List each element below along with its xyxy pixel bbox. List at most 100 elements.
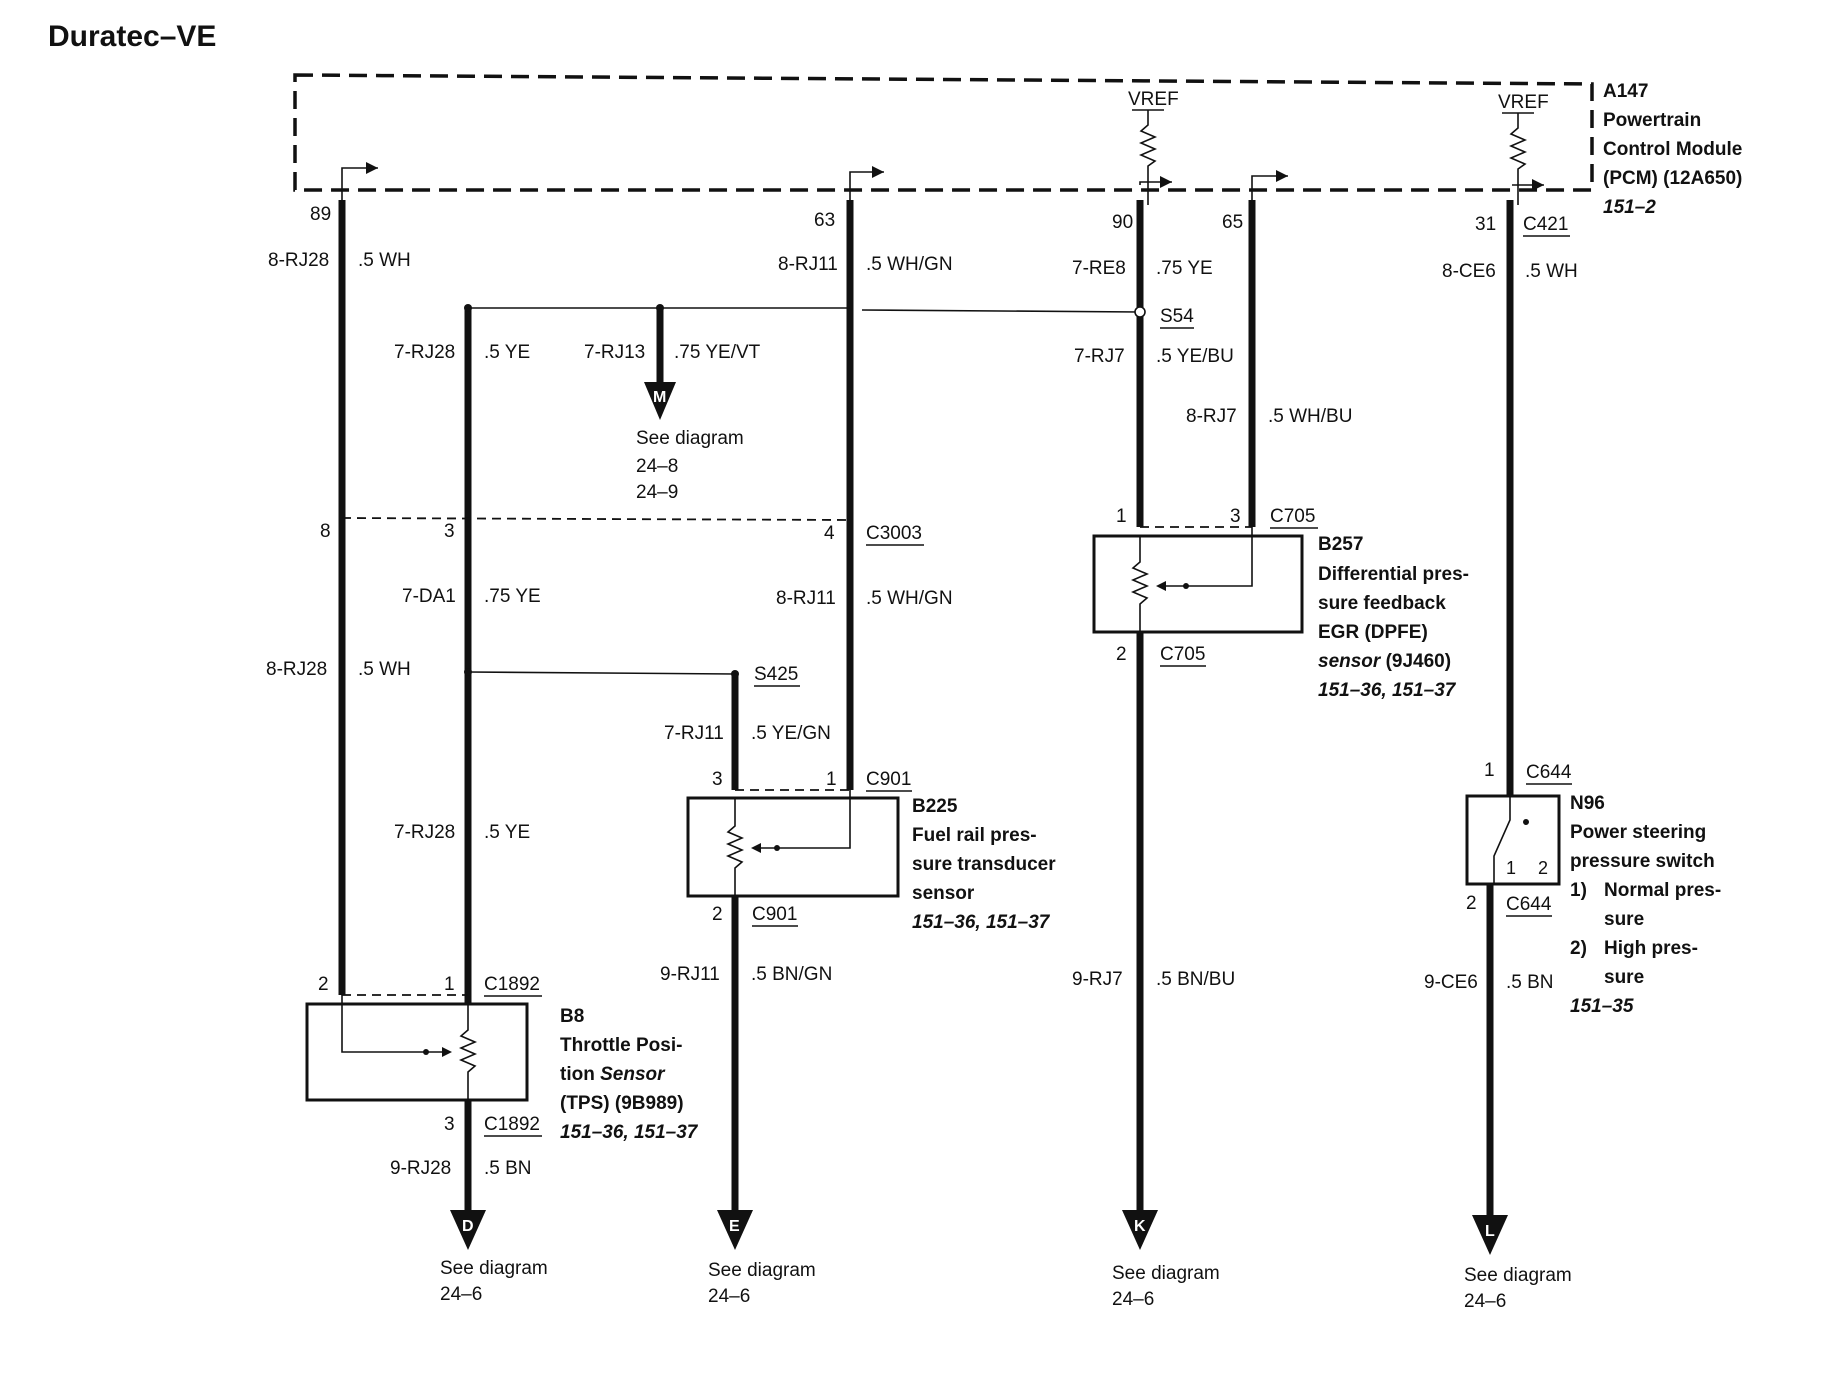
svg-text:3: 3: [1230, 506, 1241, 527]
svg-text:C901: C901: [866, 769, 911, 790]
svg-text:8-RJ11: 8-RJ11: [778, 254, 838, 275]
svg-text:7-RJ11: 7-RJ11: [664, 723, 724, 744]
svg-text:.5 BN/GN: .5 BN/GN: [751, 964, 832, 985]
svg-text:B257: B257: [1318, 534, 1363, 555]
b225-fuel-rail-sensor: 3 1 C901 2 C901 B225 Fuel rail pres- sur…: [686, 769, 1056, 933]
svg-text:See diagram: See diagram: [440, 1258, 548, 1279]
svg-text:8-RJ11: 8-RJ11: [776, 588, 836, 609]
svg-text:Normal pres-: Normal pres-: [1604, 880, 1721, 901]
splice-s425: S425: [464, 664, 800, 687]
svg-text:(TPS) (9B989): (TPS) (9B989): [560, 1093, 684, 1114]
splice-s54: S54: [464, 304, 1194, 329]
svg-text:C644: C644: [1506, 894, 1552, 915]
pcm-internal-flags: [341, 162, 1544, 200]
svg-text:High pres-: High pres-: [1604, 938, 1698, 959]
svg-text:9-CE6: 9-CE6: [1424, 972, 1478, 993]
b8-throttle-position-sensor: 2 1 C1892 3 C1892 B8 Throttle Posi- tion…: [305, 974, 699, 1143]
pcm-pin-65: 65: [1222, 212, 1243, 233]
svg-text:C1892: C1892: [484, 1114, 540, 1135]
svg-text:sensor: sensor: [912, 883, 975, 904]
svg-text:3: 3: [444, 1114, 455, 1135]
svg-text:.5 BN/BU: .5 BN/BU: [1156, 969, 1235, 990]
svg-text:7-RE8: 7-RE8: [1072, 258, 1126, 279]
svg-text:N96: N96: [1570, 793, 1605, 814]
pcm-name-3: (PCM) (12A650): [1603, 168, 1742, 189]
svg-text:B225: B225: [912, 796, 958, 817]
svg-text:1: 1: [1116, 506, 1127, 527]
svg-text:C705: C705: [1270, 506, 1315, 527]
svg-text:1: 1: [444, 974, 455, 995]
svg-text:2): 2): [1570, 938, 1587, 959]
svg-text:7-DA1: 7-DA1: [402, 586, 456, 607]
pcm-pin-90: 90: [1112, 212, 1133, 233]
svg-text:sure transducer: sure transducer: [912, 854, 1056, 875]
svg-text:VREF: VREF: [1128, 89, 1179, 110]
arrow-k: K See diagram 24–6: [1112, 1210, 1220, 1310]
svg-text:C644: C644: [1526, 762, 1572, 783]
arrow-m: M See diagram 24–8 24–9: [636, 382, 744, 503]
svg-text:3: 3: [444, 521, 455, 542]
svg-text:2: 2: [318, 974, 329, 995]
svg-text:24–6: 24–6: [1464, 1291, 1506, 1312]
arrow-l: L See diagram 24–6: [1464, 1215, 1572, 1312]
svg-text:8-RJ7: 8-RJ7: [1186, 406, 1237, 427]
svg-text:9-RJ7: 9-RJ7: [1072, 969, 1123, 990]
pcm-name-2: Control Module: [1603, 139, 1742, 160]
wire-set: [338, 200, 1514, 1215]
svg-text:E: E: [729, 1218, 740, 1235]
svg-text:B8: B8: [560, 1006, 584, 1027]
svg-text:24–8: 24–8: [636, 456, 678, 477]
svg-text:EGR (DPFE): EGR (DPFE): [1318, 622, 1428, 643]
arrow-d: D See diagram 24–6: [440, 1210, 548, 1305]
svg-text:VREF: VREF: [1498, 92, 1549, 113]
svg-text:24–6: 24–6: [1112, 1289, 1154, 1310]
svg-text:.75 YE: .75 YE: [1156, 258, 1213, 279]
svg-text:2: 2: [1538, 858, 1548, 878]
svg-text:tion Sensor: tion Sensor: [560, 1064, 666, 1085]
svg-text:2: 2: [712, 904, 723, 925]
connector-c3003: 8 3 4 C3003: [320, 517, 924, 546]
svg-text:7-RJ28: 7-RJ28: [394, 342, 455, 363]
svg-text:1: 1: [1506, 858, 1516, 878]
svg-text:3: 3: [712, 769, 723, 790]
svg-text:See diagram: See diagram: [1464, 1265, 1572, 1286]
pcm-name-1: Powertrain: [1603, 110, 1701, 131]
svg-text:.5 WH: .5 WH: [358, 250, 411, 271]
svg-text:D: D: [462, 1218, 474, 1235]
svg-text:L: L: [1485, 1223, 1495, 1240]
svg-text:24–9: 24–9: [636, 482, 678, 503]
svg-text:pressure switch: pressure switch: [1570, 851, 1715, 872]
svg-text:151–35: 151–35: [1570, 996, 1634, 1017]
svg-text:.75 YE/VT: .75 YE/VT: [674, 342, 761, 363]
svg-text:C705: C705: [1160, 644, 1205, 665]
page-title: Duratec–VE: [48, 20, 216, 53]
pcm-enclosure: [293, 73, 1594, 192]
svg-text:9-RJ11: 9-RJ11: [660, 964, 720, 985]
svg-text:C1892: C1892: [484, 974, 540, 995]
svg-text:.5 WH: .5 WH: [1525, 261, 1578, 282]
svg-text:C901: C901: [752, 904, 797, 925]
svg-text:C3003: C3003: [866, 523, 922, 544]
svg-text:.5 WH: .5 WH: [358, 659, 411, 680]
svg-text:.5 BN: .5 BN: [484, 1158, 532, 1179]
pcm-pin-31: 31: [1475, 214, 1496, 235]
svg-text:151–36, 151–37: 151–36, 151–37: [1318, 680, 1457, 701]
svg-text:S54: S54: [1160, 306, 1194, 327]
vref-resistor-2: VREF: [1498, 92, 1549, 205]
svg-text:1: 1: [1484, 760, 1495, 781]
svg-text:.5 BN: .5 BN: [1506, 972, 1554, 993]
svg-text:.5 WH/BU: .5 WH/BU: [1268, 406, 1352, 427]
pcm-connector-c421: C421: [1523, 214, 1568, 235]
svg-text:7-RJ13: 7-RJ13: [584, 342, 645, 363]
b257-dpfe-sensor: 1 3 C705 2 C705 B257 Differential pres- …: [1092, 506, 1469, 701]
svg-text:7-RJ7: 7-RJ7: [1074, 346, 1125, 367]
svg-text:Differential pres-: Differential pres-: [1318, 564, 1469, 585]
svg-text:Throttle Posi-: Throttle Posi-: [560, 1035, 682, 1056]
svg-text:4: 4: [824, 523, 835, 544]
svg-text:.5 WH/GN: .5 WH/GN: [866, 588, 953, 609]
svg-text:M: M: [653, 389, 666, 406]
pcm-pin-89: 89: [310, 204, 331, 225]
n96-power-steering-switch: 1 C644 1 2 2 C644 N96 Power steering pre…: [1465, 760, 1721, 1017]
svg-text:See diagram: See diagram: [1112, 1263, 1220, 1284]
